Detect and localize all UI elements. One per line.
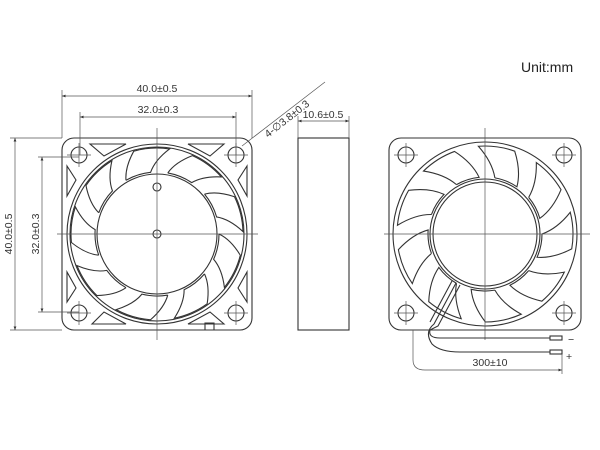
front-view: 40.0±0.5 32.0±0.3 40.0±0.5 32.0±0.3 4-∅3…	[3, 81, 326, 340]
fan-blade	[204, 192, 244, 233]
fan-blade	[167, 155, 223, 184]
fan-blade	[508, 270, 566, 302]
fan-blade	[70, 205, 100, 256]
fan-blade	[125, 147, 171, 181]
fan-blade	[422, 150, 480, 186]
side-view: 10.6±0.5	[297, 109, 350, 331]
unit-label: Unit:mm	[521, 59, 573, 75]
fan-blade	[528, 161, 562, 220]
back-blades	[396, 145, 574, 323]
fan-blade	[477, 145, 520, 188]
fan-blade	[536, 211, 574, 258]
fan-blade	[76, 264, 127, 297]
dim-width-outer: 40.0±0.5	[137, 83, 178, 95]
wire-positive	[427, 282, 550, 353]
minus-label: −	[568, 334, 574, 346]
fan-blade	[173, 273, 209, 320]
side-body	[297, 137, 350, 331]
back-view: − + 300±10	[384, 128, 590, 374]
dim-height-holes: 32.0±0.3	[30, 213, 42, 254]
fan-blade	[212, 233, 241, 289]
back-mounting-holes	[394, 143, 576, 325]
fan-blade	[470, 288, 523, 323]
fan-blade	[397, 229, 432, 285]
fan-blade	[396, 189, 445, 227]
fan-blade	[114, 293, 169, 321]
dim-width-holes: 32.0±0.3	[138, 104, 179, 116]
fan-blade	[428, 266, 463, 320]
front-blades	[70, 147, 244, 321]
dim-thickness: 10.6±0.5	[303, 109, 344, 121]
dim-cable-length: 300±10	[473, 357, 508, 369]
fan-blade	[85, 159, 114, 214]
plus-label: +	[566, 351, 572, 363]
dim-height-outer: 40.0±0.5	[3, 213, 15, 254]
wire-negative	[429, 284, 550, 339]
